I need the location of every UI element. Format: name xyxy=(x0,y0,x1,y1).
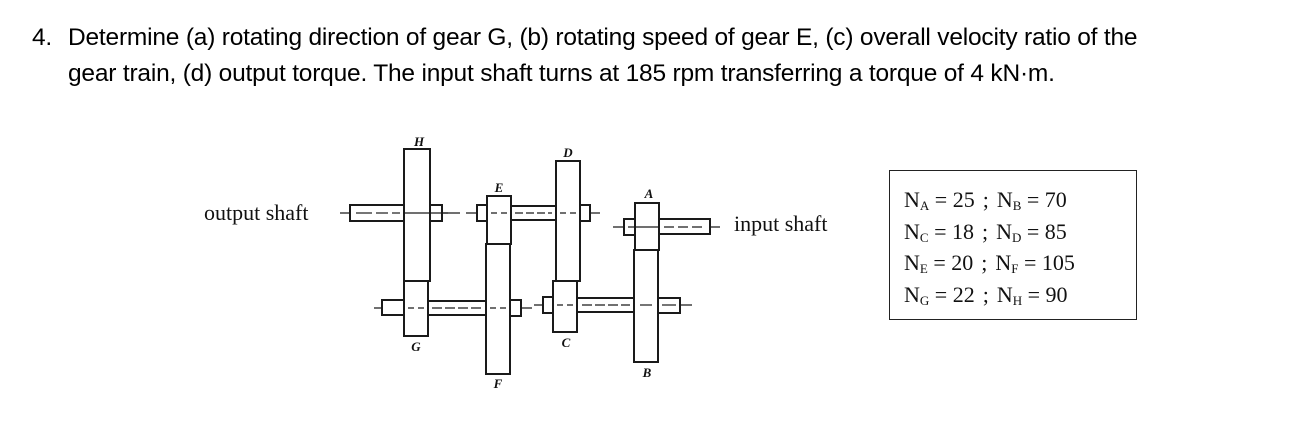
output-shaft-label: output shaft xyxy=(204,200,309,225)
label-b: B xyxy=(642,365,652,380)
gear-e xyxy=(486,195,512,245)
label-d: D xyxy=(562,145,573,160)
question-line-1: 4.Determine (a) rotating direction of ge… xyxy=(32,20,1282,56)
label-g: G xyxy=(411,339,421,354)
table-row: NC = 18;ND = 85 xyxy=(904,218,1067,245)
gear-d xyxy=(555,160,581,282)
table-row: NE = 20;NF = 105 xyxy=(904,250,1075,276)
label-f: F xyxy=(493,376,503,391)
gear-c xyxy=(552,280,578,333)
label-c: C xyxy=(562,335,571,350)
gear-g xyxy=(403,280,429,337)
gear-h xyxy=(403,148,431,282)
question-line-2: gear train, (d) output torque. The input… xyxy=(68,60,1055,87)
question-text: 4.Determine (a) rotating direction of ge… xyxy=(32,20,1282,92)
gear-b xyxy=(633,249,659,363)
label-a: A xyxy=(644,186,654,201)
label-e: E xyxy=(494,180,504,195)
table-row: NG = 22;NH = 90 xyxy=(904,281,1068,308)
label-h: H xyxy=(413,134,425,149)
gear-f xyxy=(485,243,511,375)
output-shaft xyxy=(340,204,460,222)
question-number: 4. xyxy=(32,24,53,51)
table-row: NA = 25;NB = 70 xyxy=(904,187,1067,213)
teeth-count-table: NA = 25;NB = 70 NC = 18;ND = 85 NE = 20;… xyxy=(889,170,1137,320)
input-shaft-label: input shaft xyxy=(734,211,828,236)
